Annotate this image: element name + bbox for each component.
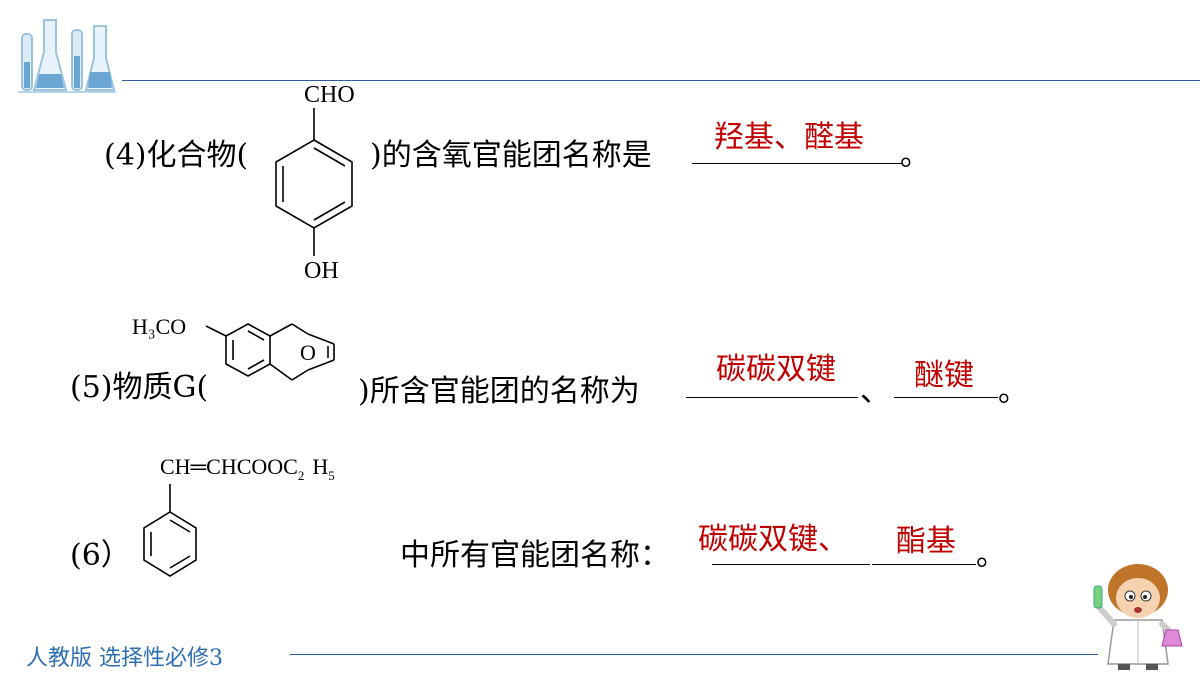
q6-end: 。 <box>976 538 1006 573</box>
q4-group-bottom: OH <box>304 258 339 284</box>
q6-answer-blank-2 <box>872 564 976 565</box>
scientist-kid-icon <box>1084 560 1184 672</box>
q5-answer-blank-1 <box>686 397 858 398</box>
q5-suffix: )所含官能团的名称为 <box>358 374 640 409</box>
q4-answer: 羟基、醛基 <box>714 120 864 155</box>
q4-end: 。 <box>900 138 930 173</box>
q5-end: 。 <box>998 374 1028 409</box>
q5-structure: H₃CO O <box>132 314 335 381</box>
q6-chain-h: H <box>312 454 328 479</box>
q6-answer-2: 酯基 <box>896 524 956 559</box>
q6-suffix: 中所有官能团名称： <box>400 538 670 573</box>
q6-chain-sub2: 5 <box>328 468 335 483</box>
q6-answer-1: 碳碳双键、 <box>698 522 848 557</box>
footer-label: 人教版 选择性必修3 <box>26 646 223 671</box>
q5-substituent: H₃CO <box>132 314 186 339</box>
q5-answer-2: 醚键 <box>914 358 974 393</box>
q5-answer-1: 碳碳双键 <box>716 352 836 387</box>
q4-group-top: CHO <box>304 82 355 108</box>
q4-structure: CHO OH <box>275 82 355 284</box>
q5-ring-atom: O <box>300 340 316 365</box>
q4-suffix: )的含氧官能团名称是 <box>370 138 652 173</box>
footer-rule <box>290 654 1098 655</box>
q5-prefix: (5)物质G( <box>70 370 209 405</box>
q4-answer-blank <box>692 163 902 164</box>
header-rule <box>122 80 1200 81</box>
q4-prefix: (4)化合物( <box>104 138 249 173</box>
lab-glassware-icon <box>14 12 118 104</box>
q6-chain-main: CH═CHCOOC <box>160 454 298 479</box>
q6-answer-blank-1 <box>712 564 870 565</box>
q6-prefix: (6） <box>70 538 131 573</box>
q6-chain-sub: 2 <box>298 468 305 483</box>
q5-answer-blank-2 <box>894 397 998 398</box>
q5-separator: 、 <box>860 374 890 409</box>
